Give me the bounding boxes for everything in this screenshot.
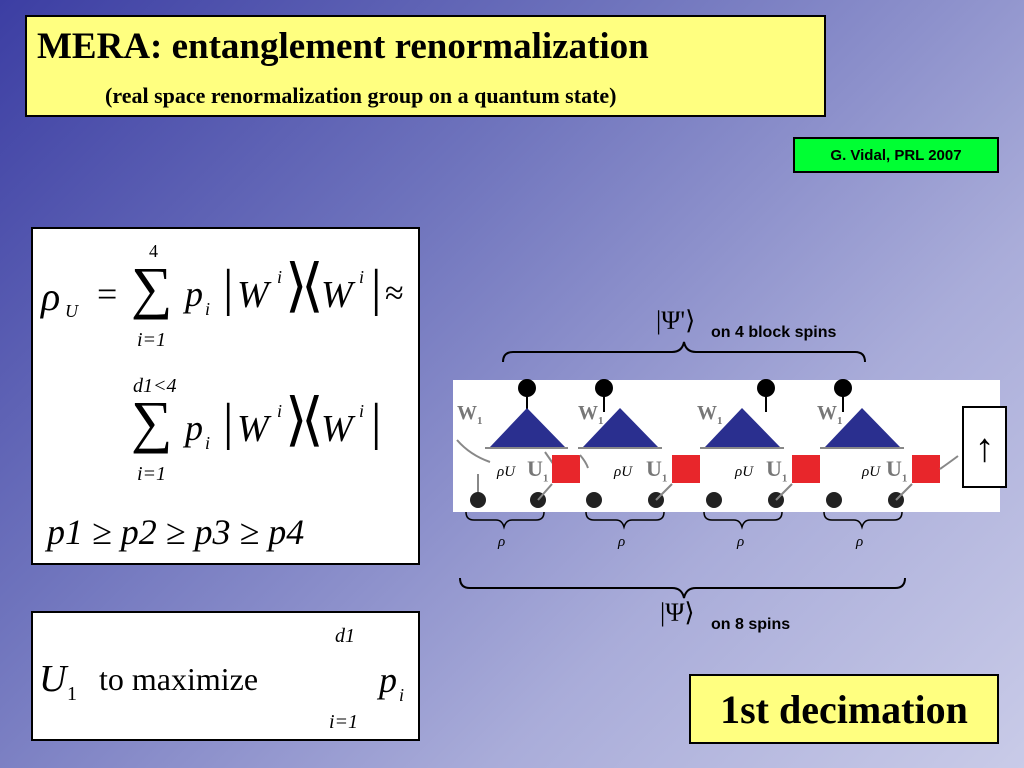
approx-sign: ≈ — [385, 275, 404, 312]
w-superscript-3: i — [277, 401, 283, 421]
decimation-label: 1st decimation — [720, 686, 968, 732]
rho-u-label-2: ρU — [614, 464, 633, 480]
psi-ket: |Ψ⟩ — [660, 598, 695, 627]
w-symbol-2: W — [321, 274, 353, 316]
w-superscript-4: i — [359, 401, 365, 421]
p-symbol-2: p — [185, 408, 203, 448]
sum2-lower-limit: i=1 — [137, 463, 167, 485]
max-p-subscript: i — [399, 685, 405, 705]
rho-u-label-3: ρU — [735, 464, 754, 480]
bra-bar-right: | — [371, 260, 382, 317]
rho-brace-4 — [823, 511, 903, 530]
u-symbol: U — [39, 658, 67, 700]
ket-angle-2: ⟩ — [285, 387, 308, 452]
sum2-symbol: ∑ — [131, 389, 173, 454]
maximize-equation-box: U 1 to maximize d1 i=1 p i — [31, 611, 420, 741]
citation-badge: G. Vidal, PRL 2007 — [793, 137, 999, 173]
sum2-upper-limit: d1<4 — [133, 375, 177, 397]
rho-brace-3 — [703, 511, 783, 530]
rho-brace-2 — [585, 511, 665, 530]
w-label-3: W1 — [697, 402, 723, 427]
title-box: MERA: entanglement renormalization (real… — [25, 15, 826, 117]
rho-brace-1 — [465, 511, 545, 530]
top-label: on 4 block spins — [711, 324, 837, 341]
rho-u-label-1: ρU — [497, 464, 516, 480]
slide-subtitle: (real space renormalization group on a q… — [105, 83, 617, 108]
rho-label-2: ρ — [618, 534, 626, 550]
bra-angle: ⟨ — [301, 253, 324, 318]
u-subscript: 1 — [67, 683, 77, 705]
w-symbol-1: W — [237, 274, 269, 316]
equals-sign: = — [97, 274, 118, 314]
mera-block-3 — [700, 379, 820, 508]
slide-title: MERA: entanglement renormalization — [37, 26, 649, 67]
maximize-text: to maximize — [99, 661, 259, 697]
mera-block-2 — [578, 379, 700, 508]
probability-ordering: p1 ≥ p2 ≥ p3 ≥ p4 — [47, 512, 305, 552]
sum1-symbol: ∑ — [131, 255, 173, 320]
psi-prime-ket: |Ψ'⟩ — [656, 306, 696, 335]
ket-bar-left: | — [223, 260, 234, 317]
w-symbol-4: W — [321, 408, 353, 450]
bottom-label: on 8 spins — [711, 616, 791, 633]
ket-angle: ⟩ — [285, 253, 308, 318]
sum1-upper-limit: 4 — [149, 241, 158, 261]
rho-u-label-4: ρU — [862, 464, 881, 480]
ket-bar-left-2: | — [223, 394, 234, 451]
u-label-3: U1 — [766, 456, 788, 485]
density-matrix-equation-box: ρ U = 4 ∑ i=1 p i | W i ⟩ ⟨ W i | ≈ d1<4… — [31, 227, 420, 565]
bra-bar-right-2: | — [371, 394, 382, 451]
p-subscript: i — [205, 299, 211, 319]
max-sum-lower-limit: i=1 — [329, 711, 359, 733]
decimation-label-box: 1st decimation — [689, 674, 999, 744]
rho-symbol: ρ — [41, 274, 61, 319]
rho-subscript: U — [65, 301, 78, 321]
mera-block-4 — [820, 379, 959, 508]
w-superscript-2: i — [359, 267, 365, 287]
sum1-lower-limit: i=1 — [137, 329, 167, 351]
w-label-2: W1 — [578, 402, 604, 427]
w-symbol-3: W — [237, 408, 269, 450]
up-arrow-box: ↑ — [962, 406, 1007, 488]
w-superscript-1: i — [277, 267, 283, 287]
rho-label-4: ρ — [856, 534, 864, 550]
u-label-2: U1 — [646, 456, 668, 485]
u-label-4: U1 — [886, 456, 908, 485]
top-brace — [502, 341, 866, 363]
rho-label-3: ρ — [737, 534, 745, 550]
bottom-brace — [459, 577, 906, 599]
p-subscript-2: i — [205, 433, 211, 453]
max-p-symbol: p — [379, 660, 397, 700]
w-label-1: W1 — [457, 402, 483, 427]
p-symbol: p — [185, 274, 203, 314]
rho-label-1: ρ — [498, 534, 506, 550]
max-sum-upper-limit: d1 — [335, 625, 355, 647]
w-label-4: W1 — [817, 402, 843, 427]
u-label-1: U1 — [527, 456, 549, 485]
bra-angle-2: ⟨ — [301, 387, 324, 452]
up-arrow-icon: ↑ — [974, 424, 995, 470]
mera-block-1 — [456, 379, 580, 508]
